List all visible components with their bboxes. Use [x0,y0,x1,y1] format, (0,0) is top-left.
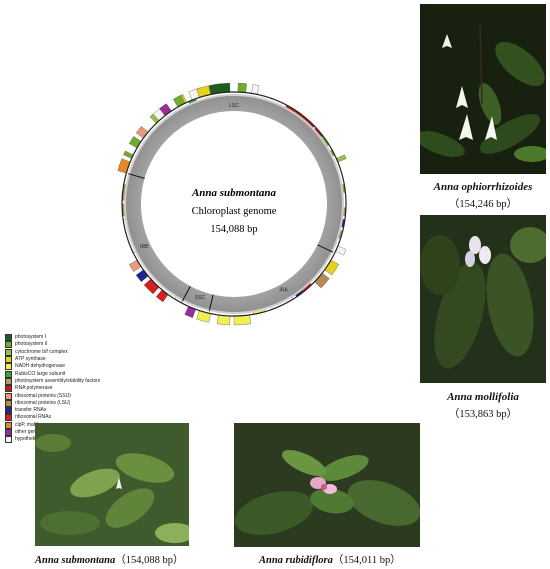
legend-item: other genes [5,429,165,436]
plant-image [420,215,546,383]
photo-anna-ophiorrhizoides [420,4,546,174]
legend-label: RNA polymerase [15,385,53,392]
caption-submontana: Anna submontana（154,088 bp） [35,552,184,567]
legend-label: RubisCO large subunit [15,370,66,377]
legend-item: transfer RNAs [5,407,165,415]
legend-swatch [5,348,12,356]
caption-species: Anna mollifolia [447,391,519,403]
legend-swatch [5,385,12,393]
region-markers: LSC IRA SSC IRB [128,103,334,312]
legend-label: photosystem assembly/stability factors [15,377,101,384]
region-label-ira: IRA [279,288,288,294]
caption-length: （154,246 bp） [448,199,518,210]
gene-block [135,269,149,282]
legend-label: photosystem I [15,334,47,341]
quadripartite-ring [121,91,347,317]
legend-label: other genes [15,429,42,435]
legend-item: RNA polymerase [5,385,165,393]
legend-label: photosystem II [15,341,48,348]
legend-label: ATP synthase [15,356,46,363]
legend-label: ribosomal RNAs [15,414,52,421]
region-label-ssc: SSC [195,295,206,301]
map-center [141,111,327,297]
region-boundary [181,285,191,302]
legend-swatch [5,429,12,436]
photo-anna-mollifolia [420,215,546,383]
map-center-species: Anna submontana [191,187,277,199]
region-boundary [128,173,145,179]
caption-length: （153,863 bp） [448,409,518,420]
caption-length: （154,088 bp） [115,555,184,566]
legend-item: cytochrome b/f complex [5,348,165,356]
plant-image [35,423,189,546]
legend-swatch [5,334,12,342]
gene-block [251,84,260,95]
legend-item: ATP synthase [5,356,165,364]
map-center-length: 154,088 bp [210,224,257,235]
plant-image [420,4,546,174]
caption-rubidiflora: Anna rubidiflora（154,011 bp） [259,552,401,567]
legend-swatch [5,341,12,349]
legend-item: photosystem I [5,334,165,342]
legend-swatch [5,436,12,444]
legend-swatch [5,414,12,422]
legend-swatch [5,407,12,415]
caption-species: Anna rubidiflora [259,555,333,566]
legend-item: NADH dehydrogenase [5,363,165,371]
legend-swatch [5,399,12,407]
region-boundary [208,294,214,312]
legend-label: ribosomal proteins (LSU) [15,399,71,406]
legend-label: transfer RNAs [15,407,47,414]
region-label-irb: IRB [140,244,149,250]
legend-item: ribosomal proteins (SSU) [5,392,165,400]
legend-swatch [5,377,12,385]
legend-item: RubisCO large subunit [5,370,165,378]
region-boundary [317,244,334,253]
legend-swatch [5,392,12,400]
gene-block [135,126,149,139]
map-center-subtitle: Chloroplast genome [192,206,277,217]
legend-label: NADH dehydrogenase [15,363,66,370]
gene-block [156,289,169,303]
legend-item: ribosomal RNAs [5,414,165,422]
caption-length: （154,011 bp） [332,555,401,566]
legend-swatch [5,363,12,371]
gene-block [129,136,142,149]
plant-image [234,423,420,547]
caption-species: Anna ophiorrhizoides [433,181,533,193]
chloroplast-genome-map: LSC IRA SSC IRB Anna submontana Chloroplast… [117,82,347,326]
gene-block [129,259,142,272]
caption-species: Anna submontana [35,555,116,566]
legend-item: photosystem II [5,341,165,349]
legend-item: clpP, matK [5,421,165,429]
gene-block [237,82,247,93]
legend-swatch [5,421,12,429]
legend-item: ribosomal proteins (LSU) [5,399,165,407]
photo-anna-submontana [35,423,189,546]
legend-label: clpP, matK [15,421,39,428]
region-label-lsc: LSC [229,103,239,109]
legend-label: cytochrome b/f complex [15,348,68,355]
legend-item: photosystem assembly/stability factors [5,377,165,385]
legend-swatch [5,370,12,378]
legend-swatch [5,356,12,364]
photo-anna-rubidiflora [234,423,420,547]
legend-label: ribosomal proteins (SSU) [15,392,71,399]
